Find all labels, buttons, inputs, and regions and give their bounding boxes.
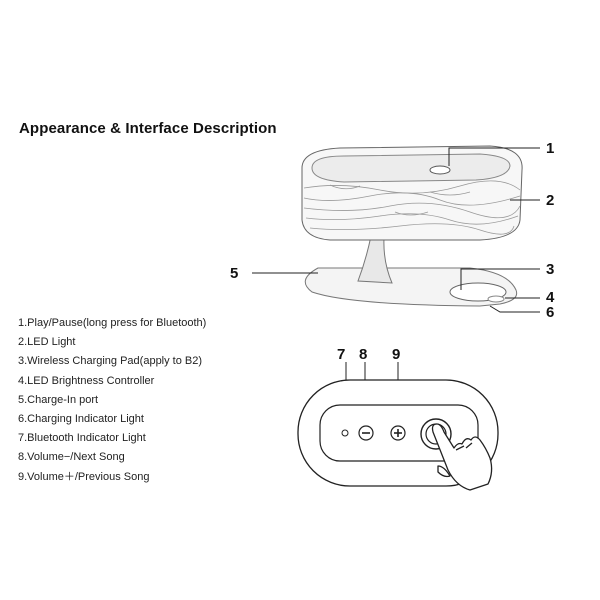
lamp-trunk	[357, 235, 393, 284]
legend-list: 1.Play/Pause(long press for Bluetooth) 2…	[18, 314, 206, 487]
legend-item: 5.Charge-In port	[18, 393, 99, 406]
callout-8: 8	[359, 346, 367, 363]
lamp-illustration	[301, 145, 523, 307]
legend-item: 2.LED Light	[18, 336, 76, 349]
legend-item: 7.Bluetooth Indicator Light	[18, 432, 146, 445]
control-panel	[297, 379, 499, 491]
legend-item: 3.Wireless Charging Pad(apply to B2)	[18, 355, 203, 368]
legend-item: 8.Volume−/Next Song	[18, 451, 125, 464]
callout-1: 1	[546, 140, 554, 157]
callout-6: 6	[546, 304, 554, 321]
legend-item: 1.Play/Pause(long press for Bluetooth)	[18, 317, 207, 329]
legend-item: 9.Volume＋/Previous Song	[18, 470, 150, 483]
lamp-head-top	[311, 153, 511, 183]
volume-minus-button	[358, 425, 374, 441]
play-pause-button-shape	[429, 165, 451, 175]
callout-9: 9	[392, 346, 400, 363]
callout-7: 7	[337, 346, 345, 363]
brightness-controller-shape	[487, 295, 505, 303]
callout-2: 2	[546, 192, 554, 209]
callout-5: 5	[230, 265, 238, 282]
legend-item: 6.Charging Indicator Light	[18, 412, 144, 425]
pressing-hand-icon	[431, 423, 493, 491]
callout-4: 4	[546, 289, 555, 306]
bluetooth-indicator-light	[341, 429, 349, 437]
page-title: Appearance & Interface Description	[19, 120, 277, 137]
wood-grain	[303, 180, 521, 235]
legend-item: 4.LED Brightness Controller	[18, 374, 155, 387]
volume-plus-button	[390, 425, 406, 441]
callout-3: 3	[546, 261, 554, 278]
